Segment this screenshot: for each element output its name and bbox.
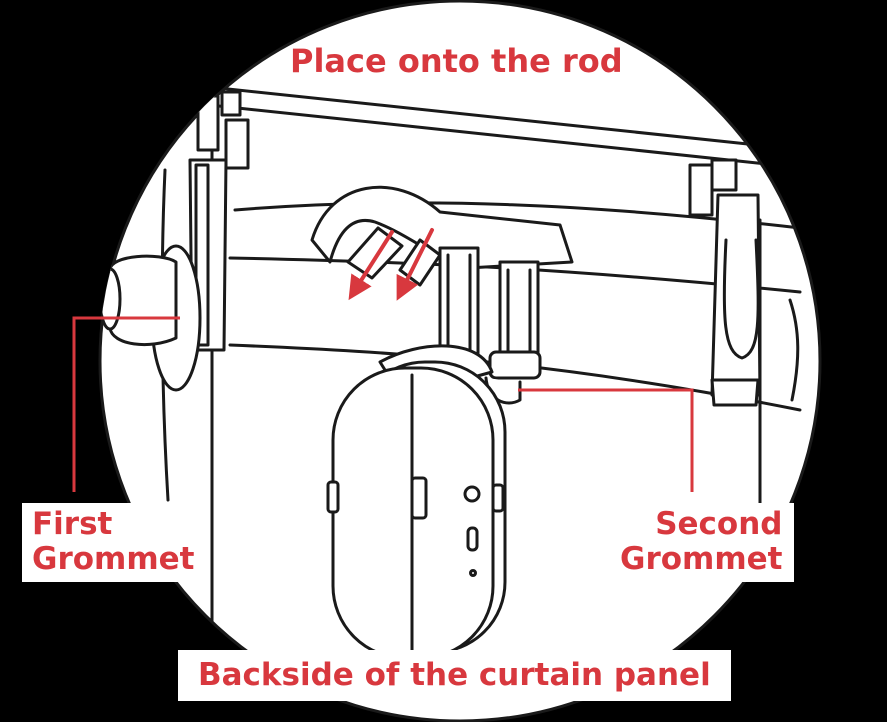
second-grommet-line-1: Second [620,507,782,542]
place-onto-rod-label: Place onto the rod [290,44,623,80]
second-grommet-label: Second Grommet [612,503,794,582]
first-grommet-line-1: First [32,507,194,542]
second-grommet-line-2: Grommet [620,542,782,577]
first-grommet-line-2: Grommet [32,542,194,577]
curtain-robot-device-icon [328,362,505,658]
backside-label: Backside of the curtain panel [178,650,731,701]
first-grommet-label: First Grommet [22,503,204,582]
